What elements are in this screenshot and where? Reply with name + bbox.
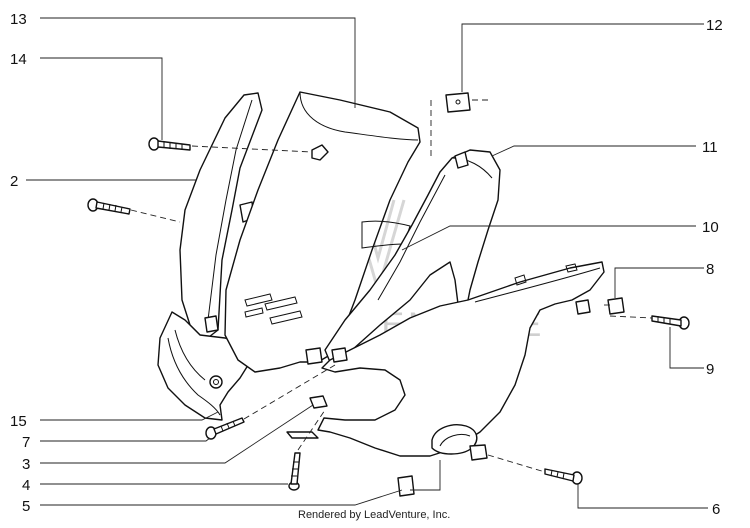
screw-2 <box>87 198 131 215</box>
leader-lines <box>26 17 708 509</box>
clip-8 <box>607 297 625 315</box>
callout-10: 10 <box>702 219 719 236</box>
screw-6 <box>544 468 583 485</box>
assembly-lines <box>130 99 653 473</box>
callout-13: 13 <box>10 11 27 28</box>
callout-3: 3 <box>22 456 30 473</box>
callout-15: 15 <box>10 413 27 430</box>
callout-9: 9 <box>706 361 714 378</box>
screw-9 <box>651 315 690 330</box>
clip-12 <box>445 92 471 113</box>
lower-front-cover <box>317 261 605 461</box>
right-fairing <box>324 149 501 363</box>
callout-4: 4 <box>22 477 30 494</box>
screw-4 <box>288 452 301 491</box>
callout-8: 8 <box>706 261 714 278</box>
callout-2: 2 <box>10 173 18 190</box>
callout-11: 11 <box>702 139 718 156</box>
callout-6: 6 <box>712 501 720 518</box>
clip-5 <box>397 475 415 497</box>
callout-7: 7 <box>22 434 30 451</box>
nut-3 <box>309 395 328 409</box>
callout-12: 12 <box>706 17 723 34</box>
callout-14: 14 <box>10 51 27 68</box>
footer-credit: Rendered by LeadVenture, Inc. <box>298 509 450 521</box>
screw-7 <box>205 417 245 440</box>
bracket-3b <box>286 431 319 439</box>
callout-5: 5 <box>22 498 30 515</box>
screw-14 <box>148 137 191 151</box>
front-shield <box>224 91 421 373</box>
